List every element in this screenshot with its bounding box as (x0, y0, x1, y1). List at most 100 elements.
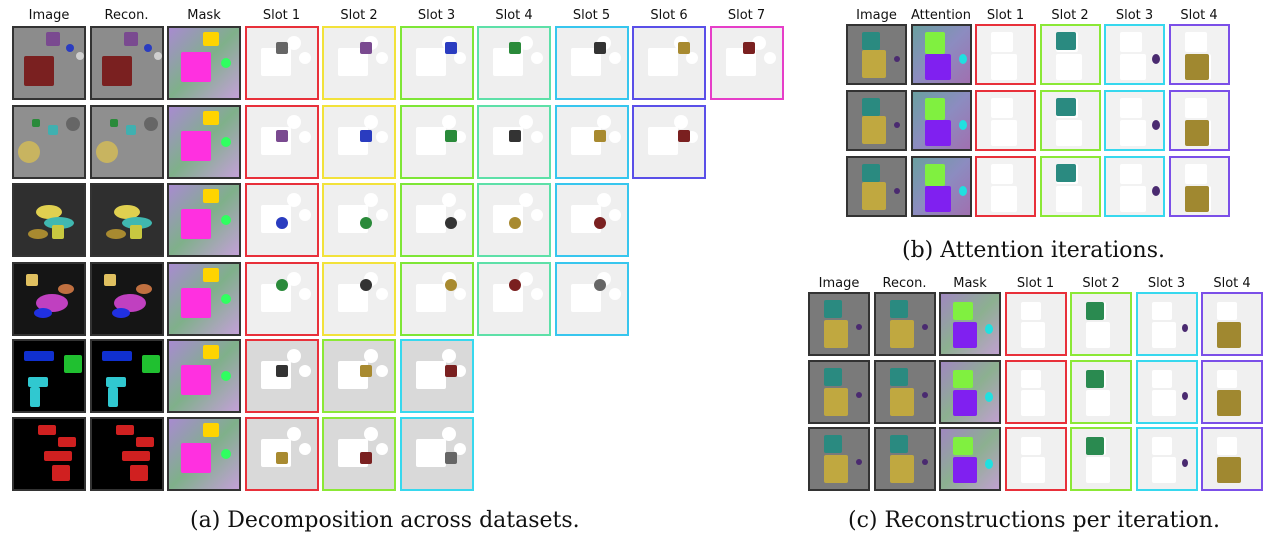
image-tile (12, 417, 86, 491)
object-shape (862, 116, 886, 144)
object-shape (1151, 302, 1172, 320)
image-tile (477, 262, 551, 336)
object-shape (360, 452, 372, 464)
object-shape (453, 365, 466, 377)
object-shape (1181, 459, 1188, 467)
object-shape (856, 324, 862, 330)
object-shape (143, 117, 158, 131)
column-header-b-1: Image (856, 8, 897, 23)
panel-b-caption: (b) Attention iterations. (902, 238, 1166, 263)
column-header-c-7: Slot 4 (1213, 276, 1251, 291)
object-shape (181, 131, 211, 161)
object-shape (1086, 390, 1110, 416)
object-shape (596, 115, 611, 129)
object-shape (203, 345, 219, 359)
object-shape (1086, 302, 1104, 320)
object-shape (862, 50, 886, 78)
column-header-b-2: Attention (911, 8, 971, 23)
object-shape (444, 130, 457, 142)
image-tile-c (808, 292, 870, 356)
object-shape (958, 54, 967, 64)
object-shape (953, 457, 977, 483)
image-tile (477, 105, 551, 179)
object-shape (36, 294, 68, 312)
image-tile (167, 26, 241, 100)
column-header-c-3: Mask (953, 276, 987, 291)
image-tile (322, 183, 396, 257)
object-shape (1152, 120, 1160, 130)
image-tile (244, 183, 319, 257)
image-tile (399, 262, 474, 336)
image-tile-c (808, 360, 870, 424)
image-tile-c (939, 292, 1001, 356)
object-shape (1120, 98, 1142, 118)
object-shape (531, 209, 543, 221)
object-shape (298, 52, 311, 64)
column-header-c-4: Slot 1 (1016, 276, 1055, 291)
image-tile-b (910, 24, 972, 85)
object-shape (286, 349, 301, 363)
column-header-10: Slot 7 (727, 8, 766, 23)
image-tile-c (939, 360, 1001, 424)
object-shape (52, 465, 70, 481)
image-tile-c (1004, 292, 1067, 356)
object-shape (181, 209, 211, 239)
object-shape (991, 120, 1017, 146)
image-tile (554, 183, 629, 257)
column-header-b-4: Slot 2 (1051, 8, 1089, 23)
image-tile-b (1104, 24, 1165, 85)
object-shape (985, 324, 993, 334)
object-shape (360, 130, 372, 142)
panel-c-caption: (c) Reconstructions per iteration. (848, 508, 1220, 533)
object-shape (1217, 322, 1241, 348)
object-shape (129, 225, 142, 239)
object-shape (824, 455, 848, 483)
image-tile (632, 26, 706, 100)
object-shape (991, 32, 1013, 52)
object-shape (953, 322, 977, 348)
object-shape (1217, 302, 1237, 320)
image-tile (322, 339, 396, 413)
image-tile (477, 183, 551, 257)
object-shape (376, 52, 388, 64)
object-shape (103, 274, 116, 286)
object-shape (221, 58, 231, 68)
image-tile (244, 105, 319, 179)
object-shape (18, 141, 40, 163)
object-shape (1055, 98, 1076, 116)
object-shape (135, 437, 154, 447)
image-tile-b (1168, 156, 1230, 217)
object-shape (991, 164, 1013, 184)
object-shape (444, 42, 457, 54)
object-shape (275, 365, 288, 377)
object-shape (415, 361, 446, 389)
object-shape (531, 131, 543, 143)
object-shape (453, 131, 466, 143)
image-tile-c (1070, 360, 1132, 424)
object-shape (113, 294, 146, 312)
image-tile (167, 339, 241, 413)
image-tile (12, 183, 86, 257)
image-tile (167, 417, 241, 491)
object-shape (28, 229, 48, 239)
object-shape (275, 217, 288, 229)
image-tile (89, 26, 164, 100)
object-shape (360, 365, 372, 377)
object-shape (958, 186, 967, 196)
image-tile-c (1135, 292, 1198, 356)
object-shape (376, 131, 388, 143)
object-shape (360, 279, 372, 291)
object-shape (958, 120, 967, 130)
object-shape (441, 427, 456, 441)
image-tile-b (1168, 90, 1230, 151)
object-shape (1120, 186, 1146, 212)
column-header-2: Recon. (104, 8, 149, 23)
object-shape (441, 349, 456, 363)
object-shape (1120, 32, 1142, 52)
image-tile (399, 26, 474, 100)
image-tile-b (975, 24, 1036, 85)
object-shape (763, 52, 776, 64)
image-tile-b (846, 24, 907, 85)
object-shape (52, 225, 64, 239)
image-tile-b (910, 156, 972, 217)
